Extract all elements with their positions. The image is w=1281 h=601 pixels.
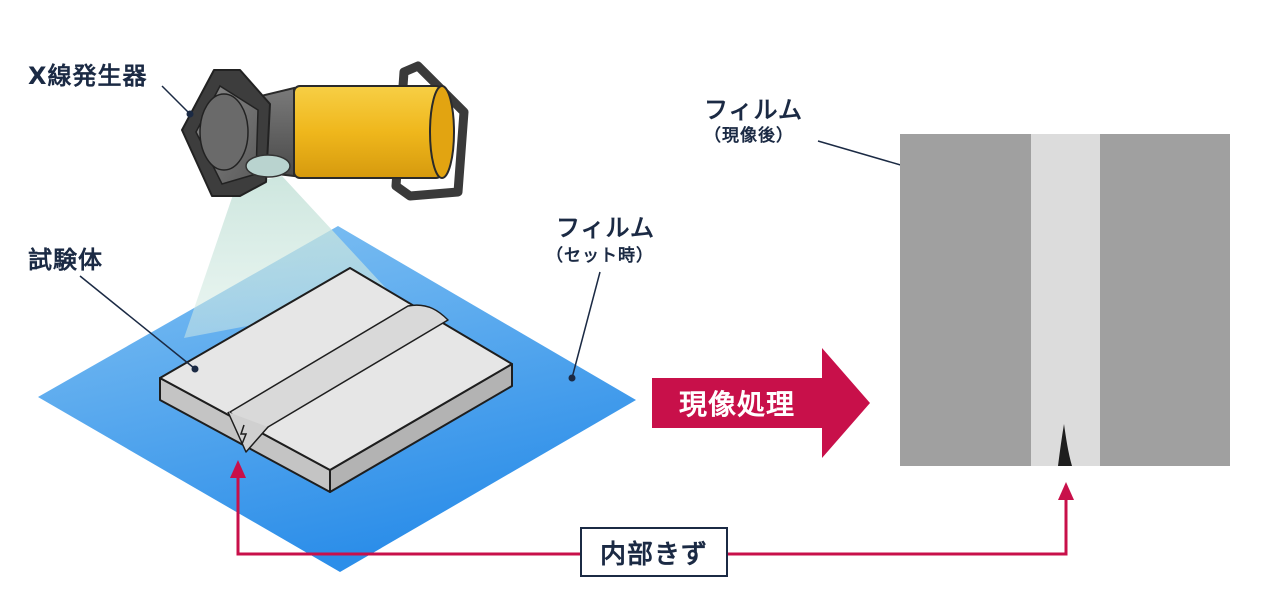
xray-generator-label: X線発生器 xyxy=(28,62,148,90)
film-weld-zone xyxy=(1031,134,1100,466)
defect-arrowhead-right xyxy=(1058,482,1074,500)
test-piece-label: 試験体 xyxy=(28,246,103,274)
film-developed-title: フィルム xyxy=(704,96,804,124)
right-arrow-icon xyxy=(652,348,870,458)
film-set-title: フィルム xyxy=(556,214,656,242)
leader-lines xyxy=(79,85,905,379)
internal-defect-label: 内部きず xyxy=(580,527,728,577)
xray-generator-icon xyxy=(181,61,469,201)
weld-cross-section xyxy=(227,411,269,453)
film-set-subtitle: （セット時） xyxy=(546,246,654,266)
film-defect-indication xyxy=(1058,424,1072,466)
process-arrow-label: 現像処理 xyxy=(678,388,795,421)
film-developed-subtitle: （現像後） xyxy=(704,126,794,146)
defect-arrowhead-left xyxy=(230,460,246,478)
test-piece-block xyxy=(159,267,513,493)
crack-mark xyxy=(239,424,248,445)
